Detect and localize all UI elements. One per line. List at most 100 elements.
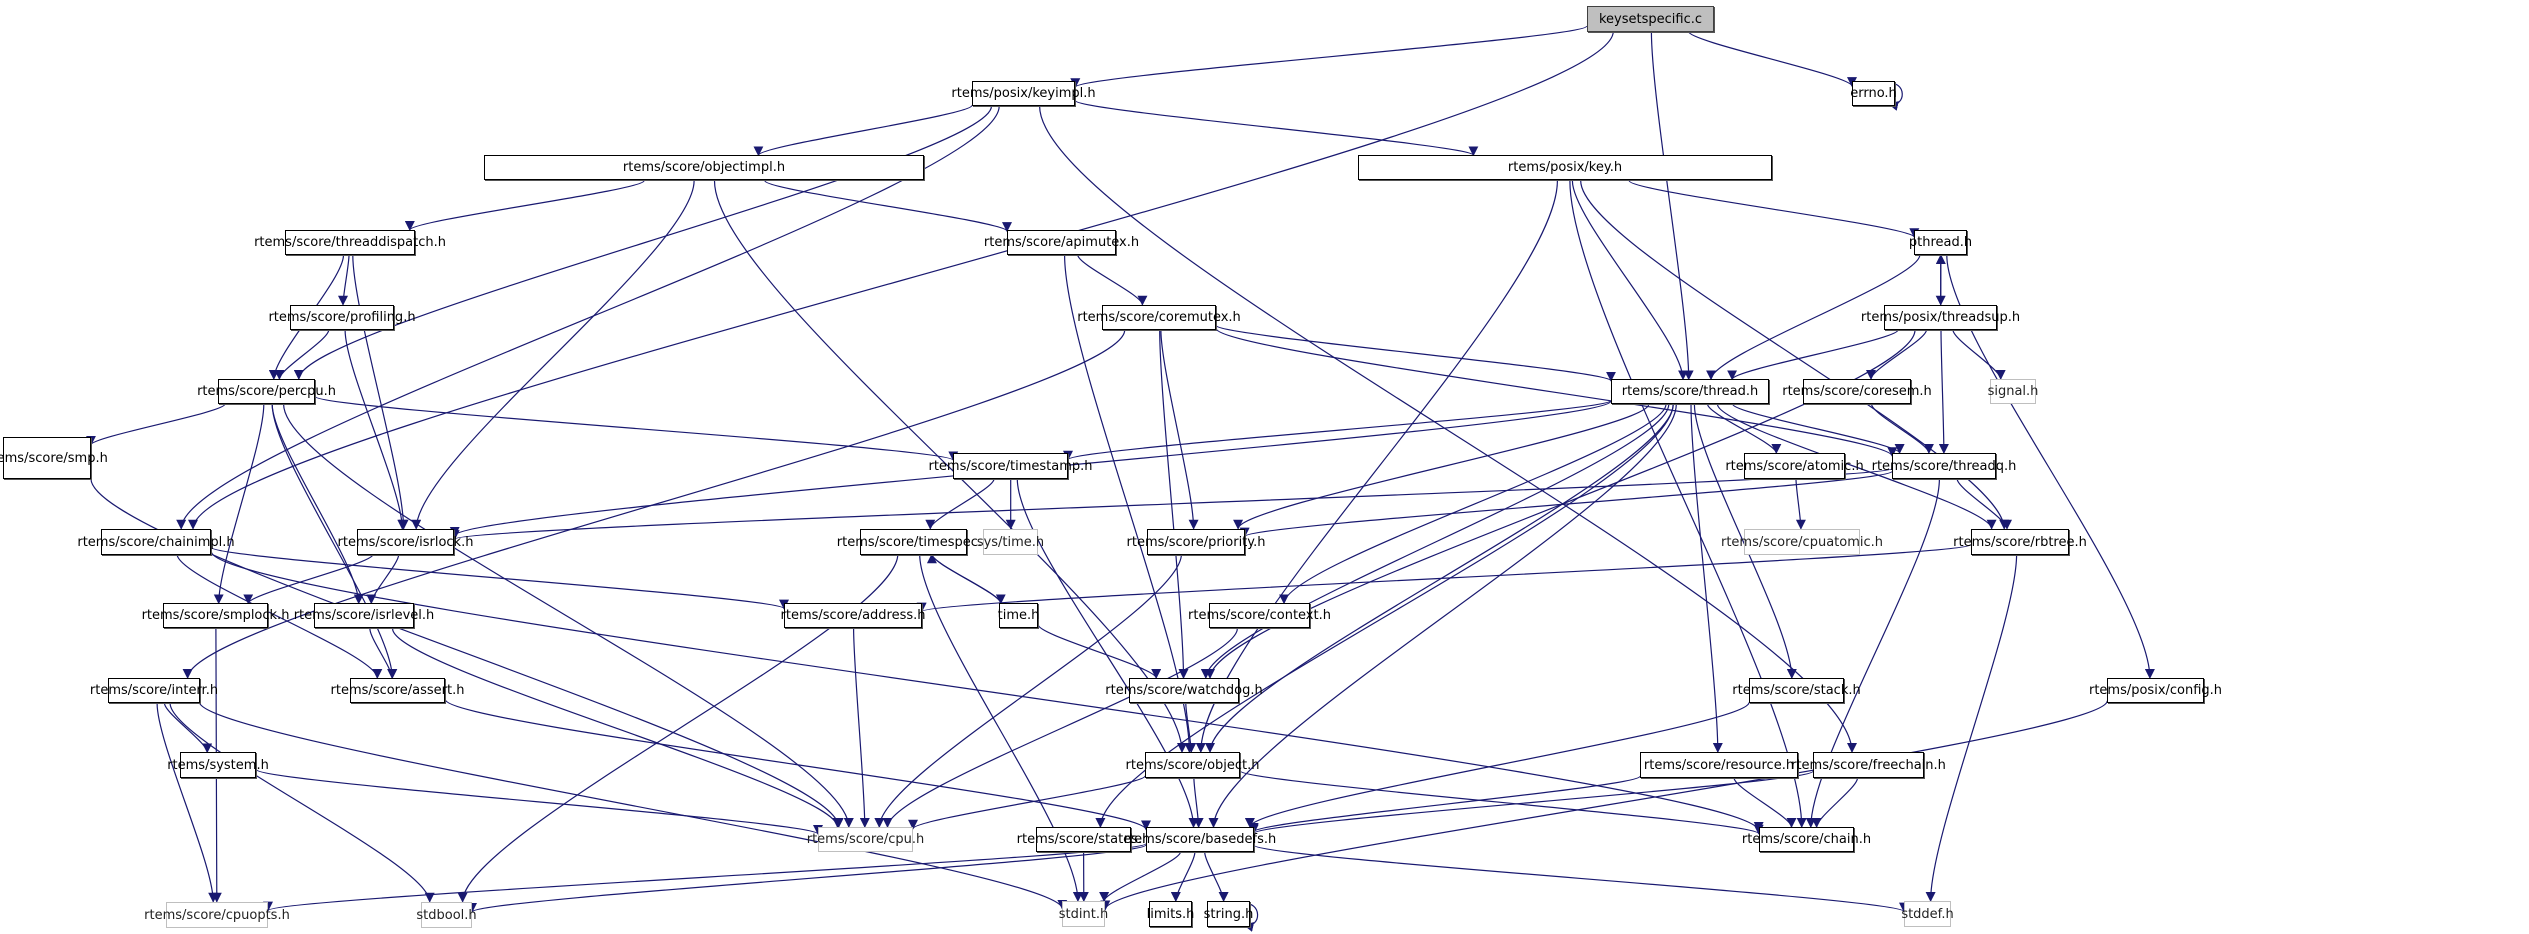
node-keyimpl[interactable]: rtems/posix/keyimpl.h: [951, 81, 1096, 106]
node-states[interactable]: rtems/score/states.h: [1017, 827, 1150, 852]
node-stddef[interactable]: stddef.h: [1901, 901, 1954, 927]
node-context[interactable]: rtems/score/context.h: [1188, 603, 1331, 628]
node-assert[interactable]: rtems/score/assert.h: [331, 678, 464, 703]
node-label: rtems/posix/keyimpl.h: [951, 86, 1096, 101]
edge-chainimpl-to-chain: [210, 551, 1764, 832]
node-label: rtems/score/cpuopts.h: [144, 907, 290, 923]
node-freechain[interactable]: rtems/score/freechain.h: [1791, 752, 1946, 778]
edge-objectimpl-to-isrlock: [411, 180, 695, 530]
node-errno[interactable]: errno.h: [1850, 81, 1897, 106]
edge-atomic-to-cpuatomic: [1795, 478, 1806, 530]
edge-basedefs-to-limits: [1170, 851, 1196, 902]
node-address[interactable]: rtems/score/address.h: [781, 603, 926, 628]
node-objectimpl[interactable]: rtems/score/objectimpl.h: [484, 155, 924, 180]
node-rbtree[interactable]: rtems/score/rbtree.h: [1953, 529, 2087, 555]
node-chain[interactable]: rtems/score/chain.h: [1742, 827, 1871, 852]
node-cpuopts[interactable]: rtems/score/cpuopts.h: [144, 902, 290, 928]
node-string[interactable]: string.h: [1204, 901, 1253, 927]
edge-freechain-to-basedefs: [1249, 770, 1814, 835]
node-interr[interactable]: rtems/score/interr.h: [90, 678, 218, 703]
node-isrlock[interactable]: rtems/score/isrlock.h: [338, 529, 473, 555]
node-key[interactable]: rtems/posix/key.h: [1358, 155, 1772, 180]
node-systime[interactable]: sys/time.h: [977, 529, 1044, 555]
node-threaddispatch[interactable]: rtems/score/threaddispatch.h: [254, 230, 446, 255]
node-label: rtems/score/chain.h: [1741, 832, 1872, 847]
node-stack[interactable]: rtems/score/stack.h: [1732, 678, 1861, 703]
edge-system-to-cpu: [255, 768, 823, 835]
edge-keyimpl-to-objectimpl: [753, 104, 973, 157]
node-limits[interactable]: limits.h: [1147, 901, 1194, 927]
node-resource[interactable]: rtems/score/resource.h: [1640, 752, 1798, 778]
node-smplock[interactable]: rtems/score/smplock.h: [142, 603, 289, 628]
edge-object-to-chain: [1239, 770, 1764, 835]
node-thread[interactable]: rtems/score/thread.h: [1611, 379, 1769, 404]
node-threadq[interactable]: rtems/score/threadq.h: [1872, 453, 2016, 479]
node-basedefs[interactable]: rtems/score/basedefs.h: [1124, 827, 1276, 852]
node-watchdog[interactable]: rtems/score/watchdog.h: [1105, 678, 1263, 703]
node-threadsup[interactable]: rtems/posix/threadsup.h: [1861, 305, 2020, 330]
node-signal[interactable]: signal.h: [1987, 379, 2039, 404]
node-isrlevel[interactable]: rtems/score/isrlevel.h: [294, 603, 434, 628]
edge-objectimpl-to-object: [713, 180, 1187, 753]
edge-priority-to-cpu: [874, 554, 1182, 828]
node-cpu[interactable]: rtems/score/cpu.h: [807, 827, 924, 852]
edge-threadsup-to-coresem: [1866, 329, 1927, 380]
node-coremutex[interactable]: rtems/score/coremutex.h: [1077, 305, 1241, 330]
node-label: rtems/score/isrlevel.h: [293, 608, 435, 623]
node-label: rtems/score/timestamp.h: [928, 458, 1093, 474]
node-label: rtems/system.h: [167, 757, 269, 773]
node-percpu[interactable]: rtems/score/percpu.h: [197, 379, 336, 404]
node-timespec[interactable]: rtems/score/timespec.h: [837, 529, 990, 555]
node-smp[interactable]: rtems/score/smp.h: [0, 437, 108, 479]
edge-smp-to-cpu: [90, 478, 844, 828]
edge-profiling-to-isrlock: [344, 329, 408, 530]
node-keysetspecific[interactable]: keysetspecific.c: [1587, 6, 1714, 32]
node-label: string.h: [1203, 906, 1254, 922]
node-priority[interactable]: rtems/score/priority.h: [1127, 529, 1266, 555]
edge-interr-to-cpuopts: [156, 703, 219, 903]
node-object[interactable]: rtems/score/object.h: [1126, 752, 1260, 778]
node-label: rtems/score/isrlock.h: [337, 534, 474, 550]
edge-thread-to-watchdog: [1200, 404, 1670, 679]
node-label: stdint.h: [1058, 906, 1109, 922]
node-label: rtems/score/interr.h: [89, 683, 219, 698]
node-label: rtems/score/cpu.h: [806, 832, 925, 847]
edge-threaddispatch-to-isrlock: [352, 254, 409, 530]
node-posixconfig[interactable]: rtems/posix/config.h: [2089, 678, 2222, 703]
node-chainimpl[interactable]: rtems/score/chainimpl.h: [77, 529, 235, 555]
edge-thread-to-atomic: [1707, 404, 1782, 454]
edge-keysetspecific-to-chainimpl: [188, 31, 1614, 530]
node-system[interactable]: rtems/system.h: [167, 752, 269, 778]
node-label: rtems/score/states.h: [1016, 832, 1151, 847]
node-label: rtems/score/threadq.h: [1871, 458, 2017, 474]
node-label: signal.h: [1987, 384, 2039, 399]
node-apimutex[interactable]: rtems/score/apimutex.h: [984, 230, 1139, 255]
node-label: rtems/score/freechain.h: [1791, 757, 1946, 773]
edge-context-to-cpu: [882, 628, 1238, 828]
node-stdbool[interactable]: stdbool.h: [416, 902, 477, 928]
node-cpuatomic[interactable]: rtems/score/cpuatomic.h: [1721, 529, 1883, 555]
node-label: errno.h: [1850, 86, 1897, 101]
edge-threadq-to-priority: [1240, 470, 1893, 538]
node-label: rtems/score/basedefs.h: [1123, 832, 1277, 847]
node-timestamp[interactable]: rtems/score/timestamp.h: [928, 453, 1093, 479]
node-atomic[interactable]: rtems/score/atomic.h: [1725, 453, 1864, 479]
node-label: rtems/score/assert.h: [330, 683, 465, 698]
node-profiling[interactable]: rtems/score/profiling.h: [268, 305, 416, 330]
node-label: rtems/score/context.h: [1188, 608, 1331, 623]
edge-interr-to-system: [163, 703, 213, 754]
edge-percpu-to-cpu: [283, 404, 854, 828]
edge-thread-to-threadq: [1732, 403, 1905, 454]
node-time[interactable]: time.h: [998, 603, 1039, 628]
edge-basedefs-to-stddef: [1253, 844, 1909, 913]
edge-rbtree-to-stddef: [1925, 554, 2018, 902]
node-label: rtems/score/object.h: [1125, 757, 1260, 773]
node-stdint[interactable]: stdint.h: [1058, 901, 1109, 927]
edge-keyimpl-to-percpu: [293, 105, 993, 380]
edge-keyimpl-to-key: [1074, 99, 1479, 157]
node-coresem[interactable]: rtems/score/coresem.h: [1782, 379, 1932, 404]
edge-threadsup-to-thread: [1727, 329, 1899, 381]
node-pthread[interactable]: pthread.h: [1909, 230, 1972, 255]
edge-thread-to-stack: [1693, 404, 1797, 679]
